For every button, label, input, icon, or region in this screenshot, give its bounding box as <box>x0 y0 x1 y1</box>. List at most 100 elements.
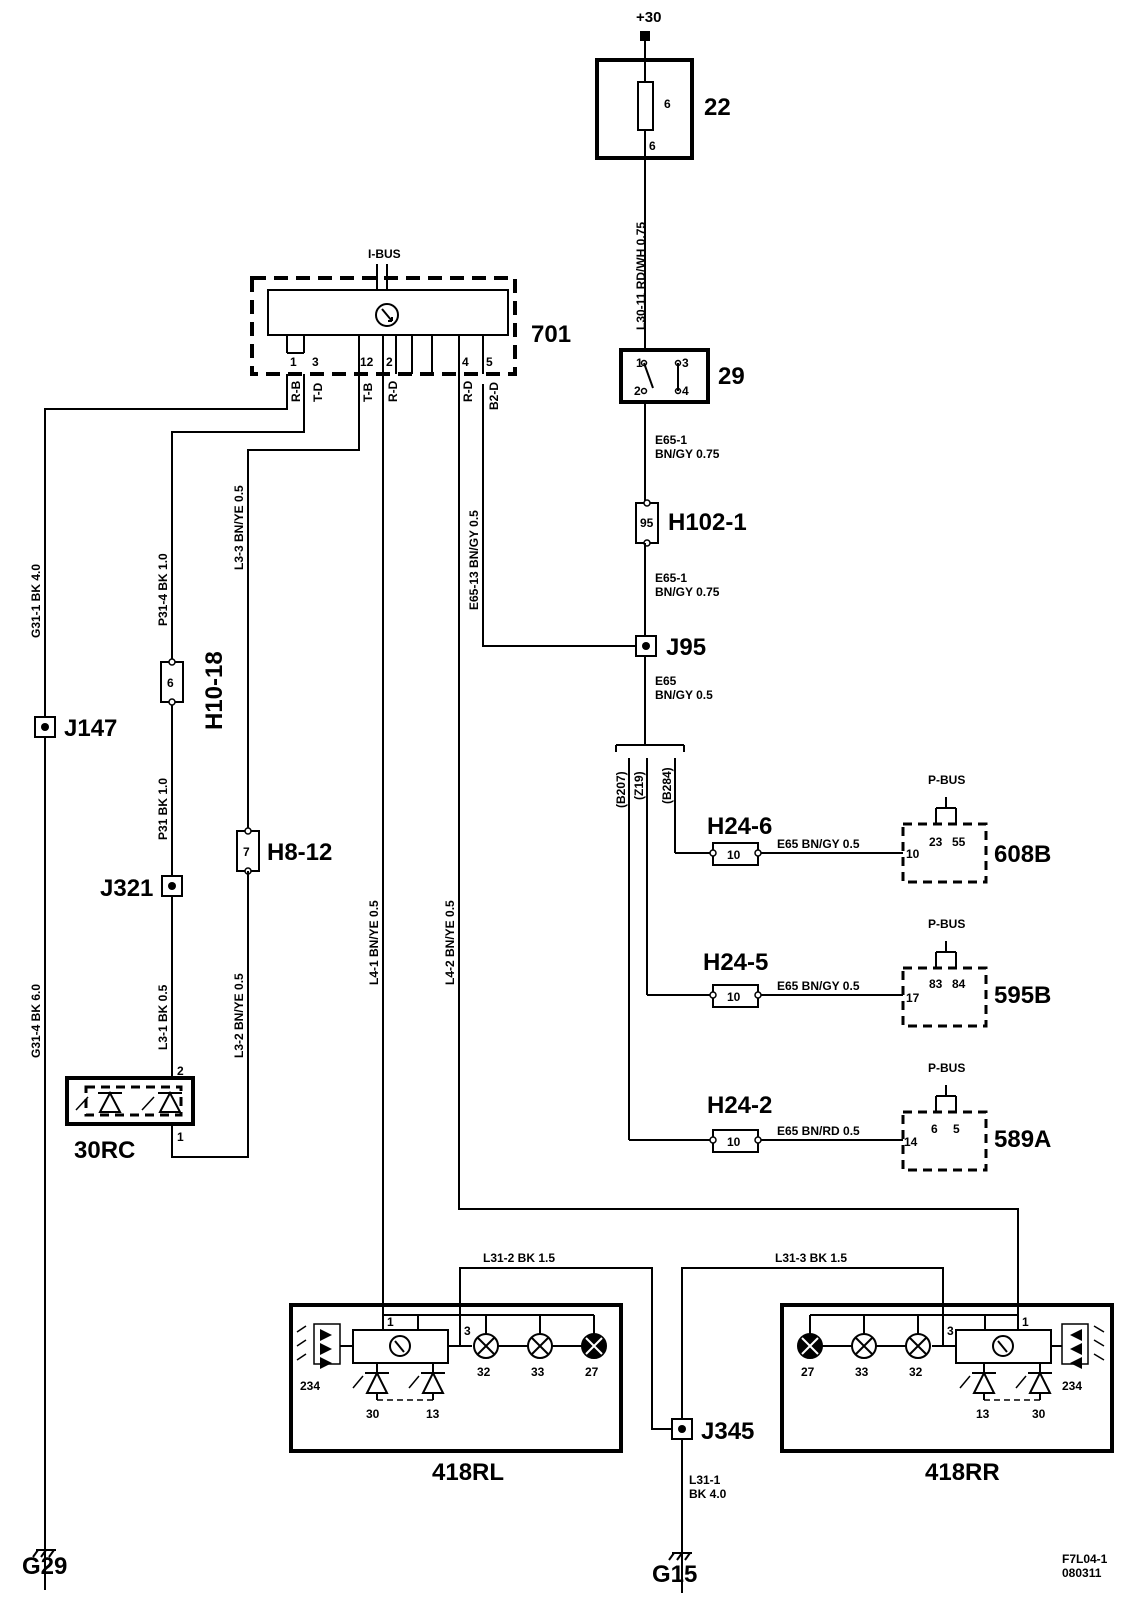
wire-l3-3: L3-3 BN/YE 0.5 <box>232 485 246 570</box>
418rl-lbl-13: 13 <box>426 1407 440 1421</box>
ecu-701: I-BUS 701 1 3 12 2 4 5 R-B T-D T-B R-D R… <box>250 247 571 410</box>
h8-id: H8-12 <box>267 839 332 866</box>
wire-l30-11: L30-11 RD/WH 0.75 <box>634 222 648 330</box>
wire-p31: P31 BK 1.0 <box>156 778 170 840</box>
wire-l31-3: L31-3 BK 1.5 <box>775 1251 847 1265</box>
418rl-pin1: 1 <box>387 1315 394 1329</box>
wire-608b: E65 BN/GY 0.5 <box>777 837 860 851</box>
wire-l4-2: L4-2 BN/YE 0.5 <box>443 900 457 985</box>
connector-h102-1: 95 H102-1 <box>635 499 747 547</box>
ecu-sig-b2d: B2-D <box>487 382 501 410</box>
j147-label: J147 <box>64 715 117 742</box>
lamp-418rr: 1 3 27 33 32 13 30 234 418RR <box>780 1303 1114 1486</box>
30rc-id: 30RC <box>74 1137 135 1164</box>
ecu-sig-rd2: R-D <box>461 380 475 402</box>
589a-bus-pin-b: 5 <box>953 1122 960 1136</box>
component-30rc: 2 1 30RC <box>65 1064 195 1164</box>
ground-g29-label: G29 <box>22 1553 67 1580</box>
418rr-pin3: 3 <box>947 1324 954 1338</box>
connector-h10-18: 6 H10-18 <box>160 651 228 730</box>
footer-line1: F7L04-1 <box>1062 1552 1108 1566</box>
switch-pin-4: 4 <box>682 384 689 398</box>
switch-29: 1 3 2 4 29 <box>619 348 745 404</box>
ecu-sig-rb: R-B <box>289 380 303 402</box>
switch-id: 29 <box>718 363 745 390</box>
footer-line2: 080311 <box>1062 1566 1102 1580</box>
wire-g31-4: G31-4 BK 6.0 <box>29 984 43 1058</box>
wire-e65-l2: BN/GY 0.5 <box>655 688 713 702</box>
wire-e65-1b-l2: BN/GY 0.75 <box>655 585 720 599</box>
fuse-22: 6 6 22 <box>595 58 731 160</box>
wire-l31-1-l1: L31-1 <box>689 1473 721 1487</box>
j345-label: J345 <box>701 1418 754 1445</box>
j95-label: J95 <box>666 634 706 661</box>
418rl-pin3: 3 <box>464 1324 471 1338</box>
418rr-lbl-13: 13 <box>976 1407 990 1421</box>
junction-j147: J147 <box>34 715 117 742</box>
fuse-pin: 6 <box>649 139 656 153</box>
connector-h8-12: 7 H8-12 <box>236 827 332 875</box>
wire-e65-1b-l1: E65-1 <box>655 571 687 585</box>
595b-bus-pin-b: 84 <box>952 977 966 991</box>
branch-bracket: (B207) (Z19) (B284) <box>614 744 685 1140</box>
h24-5-label: H24-5 <box>703 949 768 976</box>
ecu-pin-4: 4 <box>462 355 469 369</box>
h24-2-label: H24-2 <box>707 1092 772 1119</box>
h8-pin: 7 <box>243 845 250 859</box>
wire-l4-1: L4-1 BN/YE 0.5 <box>367 900 381 985</box>
wire-e65-1a-l2: BN/GY 0.75 <box>655 447 720 461</box>
j321-label: J321 <box>100 875 153 902</box>
switch-pin-3: 3 <box>682 356 689 370</box>
418rl-lbl-30: 30 <box>366 1407 380 1421</box>
module-589a-circuit: H24-2 10 E65 BN/RD 0.5 14 P-BUS 6 5 589A <box>629 1061 1051 1172</box>
ecu-bus-label: I-BUS <box>368 247 401 261</box>
switch-pin-1: 1 <box>636 356 643 370</box>
fuse-number: 6 <box>664 97 671 111</box>
wire-l31-2: L31-2 BK 1.5 <box>483 1251 555 1265</box>
418rl-id: 418RL <box>432 1459 504 1486</box>
589a-pin-in: 14 <box>904 1135 918 1149</box>
ecu-pin-3: 3 <box>312 355 319 369</box>
608b-pin-in: 10 <box>906 847 920 861</box>
418rr-id: 418RR <box>925 1459 1000 1486</box>
h10-id: H10-18 <box>201 651 228 730</box>
418rr-lbl-32: 32 <box>909 1365 923 1379</box>
418rl-lbl-33: 33 <box>531 1365 545 1379</box>
418rl-lbl-27: 27 <box>585 1365 599 1379</box>
589a-bus-pin-a: 6 <box>931 1122 938 1136</box>
30rc-pin-1: 1 <box>177 1130 184 1144</box>
module-608b-circuit: H24-6 10 E65 BN/GY 0.5 10 P-BUS 23 55 60… <box>675 773 1051 884</box>
418rl-lbl-234: 234 <box>300 1379 320 1393</box>
wire-589a: E65 BN/RD 0.5 <box>777 1124 860 1138</box>
junction-j321: J321 <box>100 875 183 902</box>
30rc-pin-2: 2 <box>177 1064 184 1078</box>
608b-id: 608B <box>994 841 1051 868</box>
h24-6-pin: 10 <box>727 848 741 862</box>
wire-l3-1: L3-1 BK 0.5 <box>156 984 170 1050</box>
595b-bus: P-BUS <box>928 917 965 931</box>
wire-g31-1: G31-1 BK 4.0 <box>29 564 43 638</box>
418rr-lbl-27: 27 <box>801 1365 815 1379</box>
ecu-sig-td: T-D <box>311 382 325 402</box>
switch-pin-2: 2 <box>634 384 641 398</box>
608b-bus: P-BUS <box>928 773 965 787</box>
lamp-418rl: 1 3 234 30 13 32 33 <box>289 1303 623 1486</box>
wire-e65-l1: E65 <box>655 674 677 688</box>
608b-bus-pin-a: 23 <box>929 835 943 849</box>
h24-2-pin: 10 <box>727 1135 741 1149</box>
fuse-id: 22 <box>704 94 731 121</box>
junction-j95: J95 <box>635 634 706 661</box>
h102-id: H102-1 <box>668 509 747 536</box>
589a-bus: P-BUS <box>928 1061 965 1075</box>
h24-6-label: H24-6 <box>707 813 772 840</box>
ground-g15: G15 <box>668 1552 692 1561</box>
wire-e65-13: E65-13 BN/GY 0.5 <box>467 510 481 610</box>
wire-e65-1a-l1: E65-1 <box>655 433 687 447</box>
418rr-lbl-234: 234 <box>1062 1379 1082 1393</box>
branch-b207: (B207) <box>614 771 628 808</box>
ecu-pin-2: 2 <box>386 355 393 369</box>
595b-id: 595B <box>994 982 1051 1009</box>
wire-l3-2: L3-2 BN/YE 0.5 <box>232 973 246 1058</box>
595b-bus-pin-a: 83 <box>929 977 943 991</box>
